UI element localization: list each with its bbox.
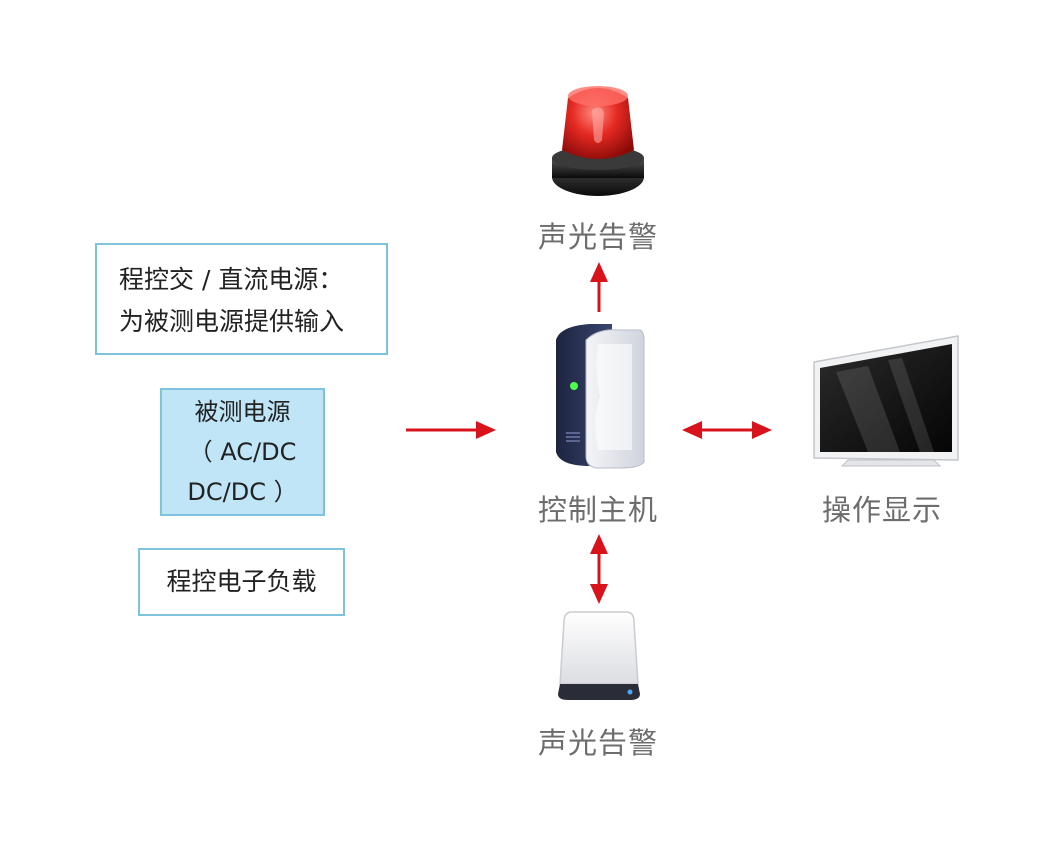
external-hard-drive-icon [558, 611, 640, 700]
device-under-test-title: 被测电源 [194, 398, 291, 426]
alarm-label: 声光告警 [537, 220, 658, 254]
device-under-test-box: 被测电源 （ AC/DC DC/DC ） [160, 388, 325, 516]
device-under-test-type-dc: DC/DC ） [187, 478, 298, 506]
display-label: 操作显示 [821, 493, 942, 527]
arrow-controller-to-alarm [590, 262, 608, 312]
programmable-supply-box: 程控交 / 直流电源： 为被测电源提供输入 [95, 243, 388, 355]
server-tower-icon [556, 324, 645, 469]
programmable-supply-title: 程控交 / 直流电源： [119, 265, 344, 294]
arrow-controller-display [682, 421, 772, 439]
programmable-supply-desc: 为被测电源提供输入 [119, 307, 345, 336]
red-siren-beacon-icon [552, 86, 644, 196]
device-under-test-type-ac: （ AC/DC [188, 438, 297, 466]
controller-label: 控制主机 [537, 493, 658, 527]
arrow-controller-storage [590, 534, 608, 604]
flat-screen-monitor-icon [813, 335, 959, 467]
arrow-input-to-controller [406, 421, 496, 439]
electronic-load-title: 程控电子负载 [166, 567, 317, 596]
electronic-load-box: 程控电子负载 [138, 548, 345, 616]
storage-label: 声光告警 [537, 726, 658, 760]
